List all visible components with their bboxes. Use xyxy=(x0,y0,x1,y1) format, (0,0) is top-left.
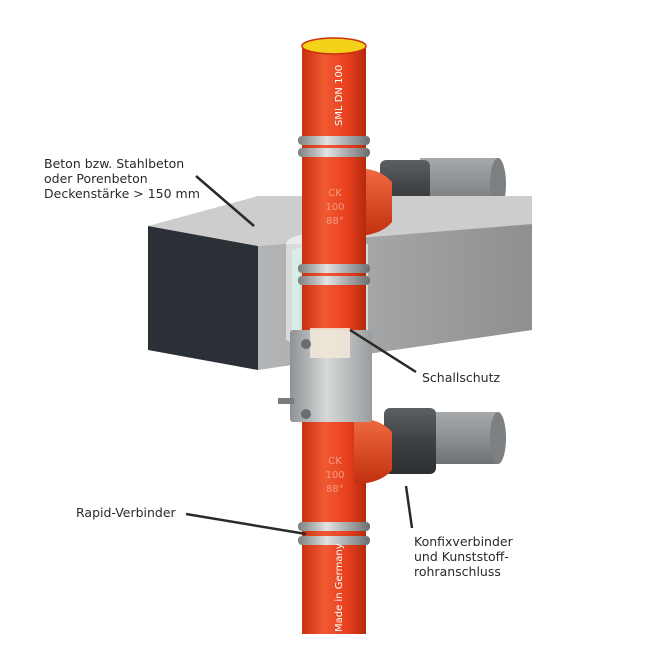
pipe-marking-top: SML DN 100 xyxy=(334,65,345,126)
label-beton-line3: Deckenstärke > 150 mm xyxy=(44,186,200,201)
leader-rapid xyxy=(185,512,307,536)
pipe-opening xyxy=(302,38,366,54)
fitting-lower-line3: 88° xyxy=(326,484,344,495)
fitting-upper-line1: CK xyxy=(328,188,342,199)
fitting-lower-line1: CK xyxy=(328,456,342,467)
pipe-marking-bottom: Made in Germany xyxy=(334,543,345,632)
leader-beton xyxy=(195,175,255,227)
fitting-upper-line2: 100 xyxy=(325,202,344,213)
label-beton-line2: oder Porenbeton xyxy=(44,171,148,186)
label-beton-line1: Beton bzw. Stahlbeton xyxy=(44,156,185,171)
fitting-upper-line3: 88° xyxy=(326,216,344,227)
fitting-marking-upper: CK 100 88° xyxy=(325,188,344,227)
lower-plastic-branch xyxy=(354,408,506,484)
label-konfix-line3: rohranschluss xyxy=(414,564,501,579)
label-schallschutz: Schallschutz xyxy=(422,370,501,385)
label-konfix: Konfixverbinder und Kunststoff- rohransc… xyxy=(414,534,513,579)
coupling-rings xyxy=(298,136,370,545)
leader-konfix xyxy=(404,485,414,529)
label-konfix-line1: Konfixverbinder xyxy=(414,534,513,549)
fitting-lower-line2: 100 xyxy=(325,470,344,481)
slab-front xyxy=(148,226,258,370)
pipe-clamp xyxy=(278,328,372,422)
fitting-marking-lower: CK 100 88° xyxy=(325,456,344,495)
leader-schallschutz xyxy=(349,328,417,374)
label-beton: Beton bzw. Stahlbeton oder Porenbeton De… xyxy=(44,156,200,201)
leader-lines xyxy=(185,175,417,536)
label-rapid-verbinder: Rapid-Verbinder xyxy=(76,505,176,520)
label-konfix-line2: und Kunststoff- xyxy=(414,549,509,564)
